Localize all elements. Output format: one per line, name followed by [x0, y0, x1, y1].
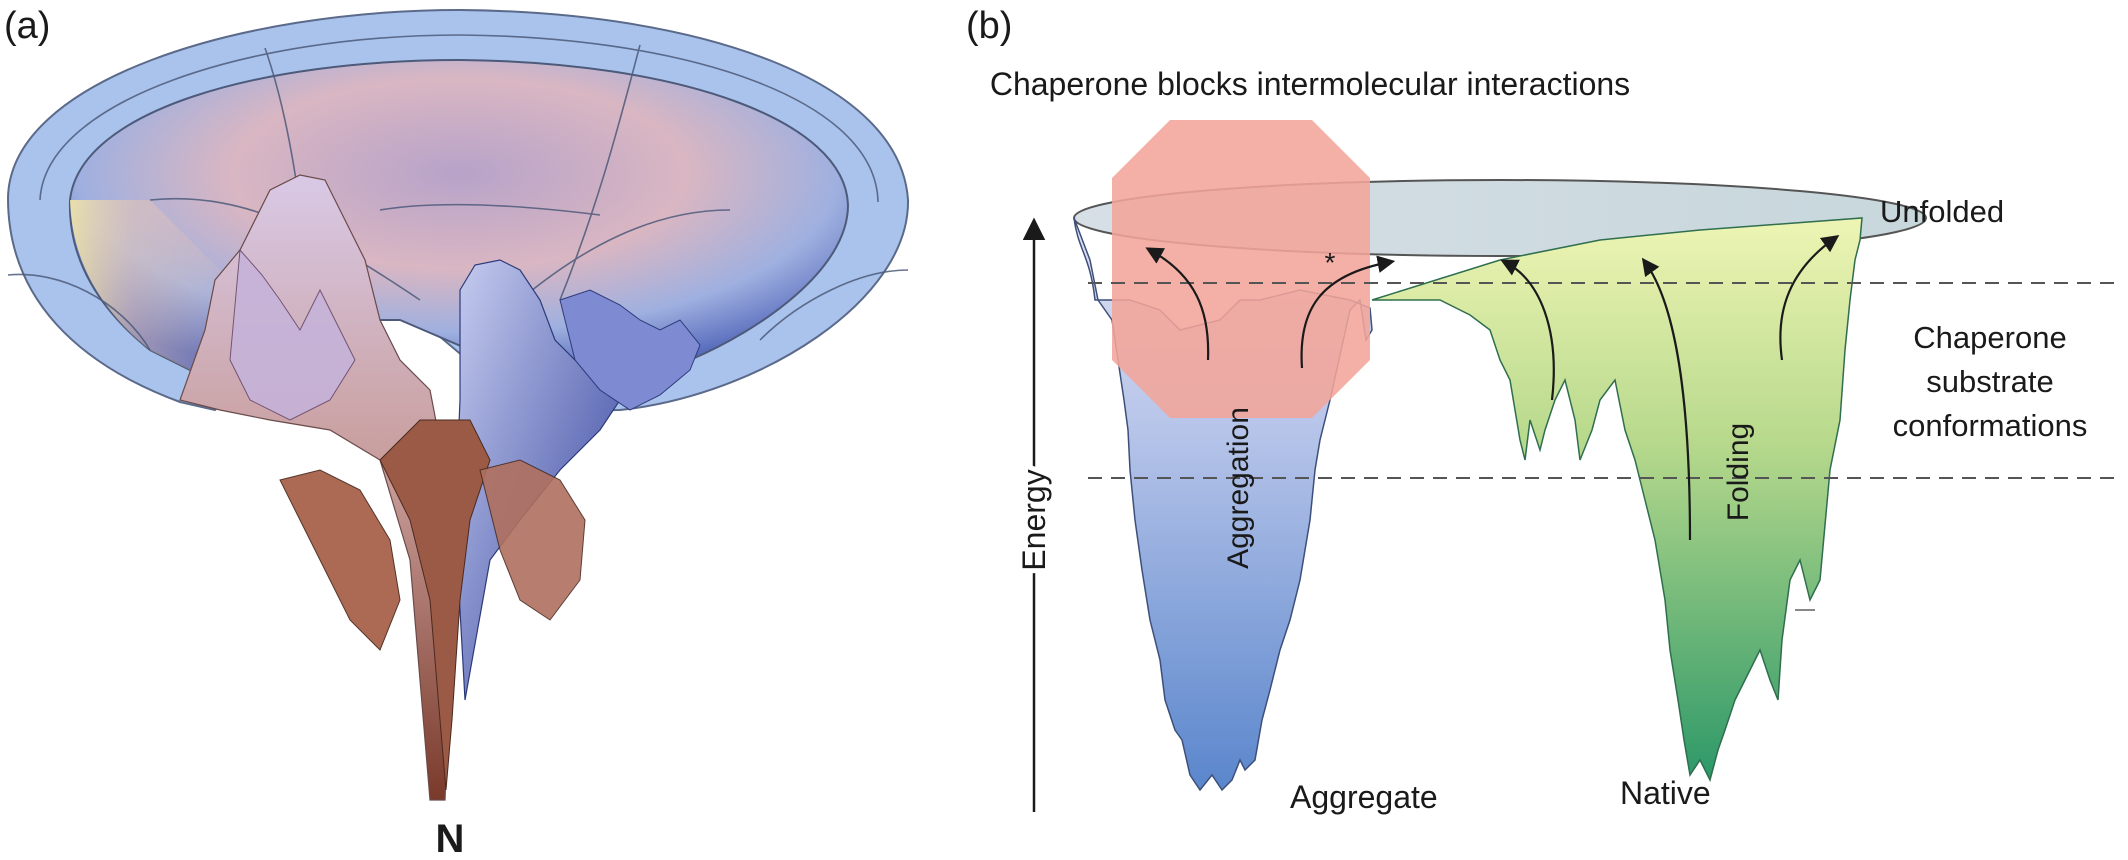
folding-well	[1371, 217, 1863, 783]
energy-axis-label: Energy	[1016, 469, 1052, 570]
panel-b-title: Chaperone blocks intermolecular interact…	[990, 66, 1630, 102]
aggregate-label: Aggregate	[1290, 779, 1438, 815]
band-label-line-3: conformations	[1893, 408, 2088, 443]
band-label-line-1: Chaperone	[1913, 320, 2066, 355]
arrow-aggregation-left	[1145, 247, 1210, 361]
panel-a: (a) N	[4, 5, 910, 860]
panel-b-label: (b)	[966, 5, 1012, 47]
native-label: Native	[1620, 775, 1711, 811]
chaperone-octagon	[1112, 120, 1370, 418]
panel-a-label: (a)	[4, 5, 50, 47]
aggregation-label: Aggregation	[1222, 407, 1255, 569]
transition-arrows	[1145, 234, 1840, 541]
unfolded-label: Unfolded	[1880, 194, 2004, 229]
native-state-n-label: N	[436, 817, 465, 860]
arrow-folding-1	[1500, 259, 1555, 401]
panel-b: (b) Chaperone blocks intermolecular inte…	[966, 5, 2120, 815]
band-label-line-2: substrate	[1926, 364, 2054, 399]
arrow-folding-3	[1779, 234, 1840, 361]
chaperone-marker: *	[1325, 247, 1336, 278]
arrow-folding-2	[1641, 257, 1692, 541]
folding-label: Folding	[1722, 423, 1755, 521]
landscape-peaks	[179, 174, 701, 801]
arrow-aggregation-right	[1300, 255, 1396, 369]
